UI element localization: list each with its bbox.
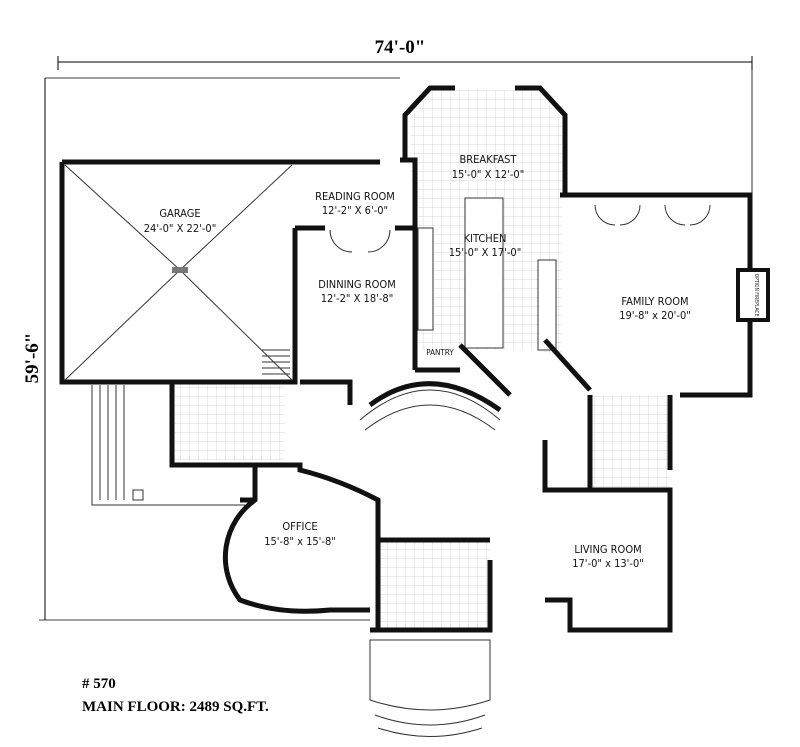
room-family: FAMILY ROOM 19'-8" x 20'-0"	[619, 295, 691, 322]
svg-text:24'-0" X 22'-0": 24'-0" X 22'-0"	[144, 222, 217, 235]
svg-text:DINNING ROOM: DINNING ROOM	[318, 278, 395, 291]
svg-text:15'-8" x 15'-8": 15'-8" x 15'-8"	[264, 535, 336, 548]
plan-number: # 570	[82, 676, 116, 692]
counter	[417, 227, 434, 331]
svg-text:OFFICE: OFFICE	[282, 520, 317, 533]
svg-text:KITCHEN: KITCHEN	[464, 232, 507, 245]
counter	[537, 259, 557, 351]
office-walls	[222, 462, 381, 633]
svg-text:17'-0" x 13'-0": 17'-0" x 13'-0"	[572, 557, 644, 570]
room-breakfast: BREAKFAST 15'-0" X 12'-0"	[452, 153, 525, 181]
depth-dimension: 59'-6"	[22, 77, 400, 621]
hall-walls	[300, 338, 592, 413]
room-kitchen: KITCHEN 15'-0" X 17'-0"	[449, 232, 522, 259]
room-office: OFFICE 15'-8" x 15'-8"	[264, 520, 336, 548]
svg-text:74'-0": 74'-0"	[375, 37, 426, 58]
room-dining: DINNING ROOM 12'-2" X 18'-8"	[318, 278, 395, 305]
svg-text:59'-6": 59'-6"	[22, 333, 43, 384]
svg-text:15'-0" X 17'-0": 15'-0" X 17'-0"	[449, 246, 522, 259]
kitchen-island	[464, 197, 504, 349]
room-reading: READING ROOM 12'-2" X 6'-0"	[315, 190, 395, 217]
svg-text:BREAKFAST: BREAKFAST	[460, 153, 518, 166]
svg-text:GARAGE: GARAGE	[159, 207, 200, 220]
staircase	[359, 389, 501, 431]
width-dimension: 74'-0"	[57, 37, 753, 390]
svg-text:12'-2" X 6'-0": 12'-2" X 6'-0"	[322, 204, 388, 217]
svg-text:15'-0" X 12'-0": 15'-0" X 12'-0"	[452, 168, 525, 181]
dining-walls	[292, 157, 418, 370]
living-walls	[542, 395, 673, 633]
pantry-label: PANTRY	[426, 348, 454, 357]
garage	[59, 159, 298, 385]
entry-walls	[378, 537, 493, 633]
family-room-walls	[560, 192, 753, 398]
room-garage: GARAGE 24'-0" X 22'-0"	[144, 207, 217, 235]
fireplace-label: OPTION FIREPLACE	[753, 274, 759, 317]
svg-text:READING ROOM: READING ROOM	[315, 190, 395, 203]
svg-text:19'-8" x 20'-0": 19'-8" x 20'-0"	[619, 309, 691, 322]
fireplace	[736, 268, 770, 322]
svg-text:FAMILY ROOM: FAMILY ROOM	[621, 295, 688, 308]
svg-text:12'-2" X 18'-8": 12'-2" X 18'-8"	[321, 292, 394, 305]
dining-door-icon	[329, 229, 391, 253]
floor-area: MAIN FLOOR: 2489 SQ.FT.	[82, 699, 269, 715]
room-living: LIVING ROOM 17'-0" x 13'-0"	[572, 543, 644, 570]
svg-text:LIVING ROOM: LIVING ROOM	[574, 543, 641, 556]
